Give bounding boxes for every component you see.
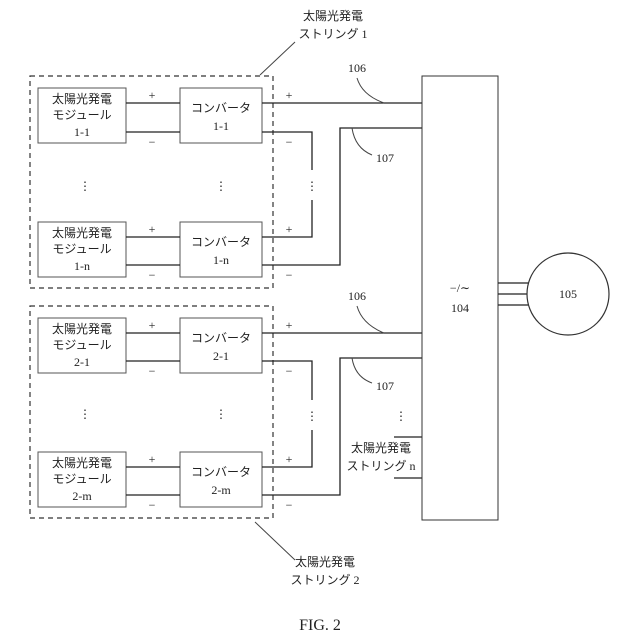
ref-106-leader [357, 306, 384, 333]
figure-caption: FIG. 2 [299, 617, 341, 634]
converter-1-n-name: コンバータ [191, 235, 251, 249]
module-2-1: 太陽光発電 モジュール 2-1 [38, 318, 126, 373]
converter-2-1-id: 2-1 [213, 349, 229, 363]
minus-sign: − [286, 364, 293, 378]
ellipsis: ⋮ [215, 179, 227, 193]
minus-sign: − [149, 364, 156, 378]
plus-sign: + [149, 452, 156, 466]
ellipsis: ⋮ [79, 407, 91, 421]
module-2-1-id: 2-1 [74, 355, 90, 369]
plus-sign: + [286, 452, 293, 466]
string-n-label-line1: 太陽光発電 [351, 440, 411, 455]
ellipsis: ⋮ [306, 179, 318, 193]
motor-105: 105 [527, 253, 609, 335]
ellipsis: ⋮ [395, 409, 407, 423]
plus-sign: + [149, 318, 156, 332]
module-1-n-name-line2: モジュール [52, 242, 111, 256]
string1-label-line1: 太陽光発電 [303, 8, 363, 23]
minus-sign: − [149, 135, 156, 149]
module-1-n-name-line1: 太陽光発電 [52, 225, 112, 240]
converter-2-m-id: 2-m [211, 483, 231, 497]
inverter-104: −/∼ 104 [422, 76, 498, 520]
plus-sign: + [286, 318, 293, 332]
module-1-1: 太陽光発電 モジュール 1-1 [38, 88, 126, 143]
module-2-m-id: 2-m [72, 489, 92, 503]
string1-leader-line [260, 42, 295, 75]
converter-2-m: コンバータ 2-m [180, 452, 262, 507]
converter-1-1-id: 1-1 [213, 119, 229, 133]
converter-1-1: コンバータ 1-1 [180, 88, 262, 143]
inverter-symbol: −/∼ [450, 281, 470, 295]
minus-sign: − [286, 498, 293, 512]
module-2-m-name-line1: 太陽光発電 [52, 455, 112, 470]
converter-2-1: コンバータ 2-1 [180, 318, 262, 373]
plus-sign: + [286, 222, 293, 236]
minus-sign: − [286, 135, 293, 149]
plus-sign: + [149, 222, 156, 236]
minus-sign: − [149, 268, 156, 282]
ref-106-label: 106 [348, 289, 366, 303]
module-1-n-id: 1-n [74, 259, 90, 273]
minus-sign: − [286, 268, 293, 282]
ellipsis: ⋮ [215, 407, 227, 421]
string2-leader-line [255, 522, 295, 560]
converter-2-1-name: コンバータ [191, 331, 251, 345]
string1-label-line2: ストリング 1 [298, 27, 367, 41]
ref-107-label: 107 [376, 151, 394, 165]
string-n-label-line2: ストリング n [346, 459, 415, 473]
string2-label-line1: 太陽光発電 [295, 554, 355, 569]
ref-107-leader [352, 128, 372, 155]
string2-negative-bus [262, 358, 422, 495]
ref-106-label: 106 [348, 61, 366, 75]
converter-2-m-name: コンバータ [191, 465, 251, 479]
ref-107-label: 107 [376, 379, 394, 393]
ellipsis: ⋮ [306, 409, 318, 423]
module-2-m-name-line2: モジュール [52, 472, 111, 486]
string2-label-line2: ストリング 2 [290, 573, 359, 587]
module-1-1-id: 1-1 [74, 125, 90, 139]
module-2-1-name-line2: モジュール [52, 338, 111, 352]
plus-sign: + [286, 88, 293, 102]
plus-sign: + [149, 88, 156, 102]
motor-ref-label: 105 [559, 287, 577, 301]
ref-107-leader [352, 358, 372, 383]
converter-1-n-id: 1-n [213, 253, 229, 267]
module-1-1-name-line2: モジュール [52, 108, 111, 122]
module-1-1-name-line1: 太陽光発電 [52, 91, 112, 106]
ref-106-leader [357, 78, 384, 103]
minus-sign: − [149, 498, 156, 512]
module-1-n: 太陽光発電 モジュール 1-n [38, 222, 126, 277]
inverter-ref-label: 104 [451, 301, 469, 315]
converter-1-1-name: コンバータ [191, 101, 251, 115]
module-2-1-name-line1: 太陽光発電 [52, 321, 112, 336]
ellipsis: ⋮ [79, 179, 91, 193]
converter-1-n: コンバータ 1-n [180, 222, 262, 277]
module-2-m: 太陽光発電 モジュール 2-m [38, 452, 126, 507]
